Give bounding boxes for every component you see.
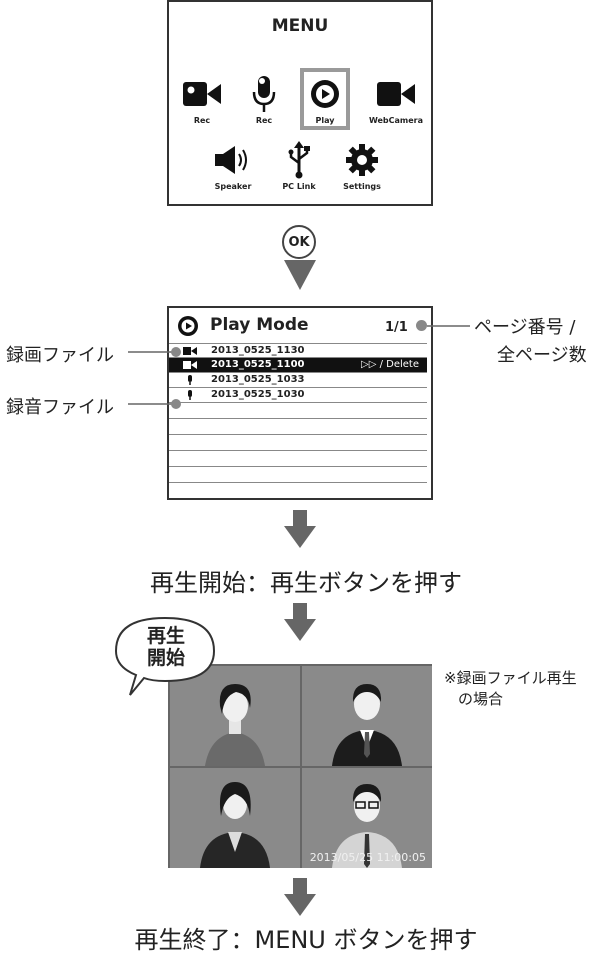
- arrow-down-2: [284, 510, 316, 548]
- note-line2: の場合: [458, 690, 504, 708]
- play-mode-screen: [167, 306, 433, 500]
- menu-screen: MENU Rec Rec Play WebCamera Speaker: [167, 0, 433, 206]
- note-text: ※録画ファイル再生 の場合: [444, 668, 577, 710]
- video-playback-grid: 2013/05/25 11:00:05: [168, 664, 432, 868]
- play-delete-hint: ▷▷ / Delete: [361, 359, 419, 370]
- person-woman-icon: [200, 782, 270, 868]
- video-timestamp: 2013/05/25 11:00:05: [309, 851, 426, 864]
- file-row-3[interactable]: 2013_0525_1033: [169, 373, 427, 388]
- gear-icon: [342, 140, 382, 180]
- play-mode-title: Play Mode: [210, 315, 309, 335]
- video-cell-3: [170, 768, 300, 868]
- annotation-video-file: 録画ファイル: [6, 345, 114, 366]
- bubble-line1: 再生: [146, 625, 185, 647]
- arrow-down-3: [284, 603, 316, 641]
- page-marker-dot: [416, 320, 427, 331]
- annotation-page-number-2: 全ページ数: [497, 345, 587, 366]
- empty-row: [169, 403, 427, 419]
- arrow-down-1: [284, 260, 316, 290]
- empty-row: [169, 467, 427, 483]
- person-woman-icon: [205, 684, 265, 766]
- play-icon: [305, 74, 345, 114]
- video-camera-icon: [182, 74, 222, 114]
- menu-item-pc-link[interactable]: PC Link: [268, 140, 330, 191]
- person-man-glasses-icon: [332, 784, 402, 868]
- empty-row: [169, 435, 427, 451]
- video-icon: [183, 361, 197, 369]
- page-number: 1/1: [385, 320, 408, 335]
- ok-button[interactable]: OK: [282, 225, 316, 259]
- speaker-icon: [213, 140, 253, 180]
- file-name: 2013_0525_1130: [211, 345, 305, 356]
- file-name: 2013_0525_1030: [211, 389, 305, 400]
- video-cell-1: [170, 666, 300, 766]
- file-row-1[interactable]: 2013_0525_1130: [169, 343, 427, 358]
- file-name: 2013_0525_1033: [211, 374, 305, 385]
- video-cell-4: [302, 768, 432, 868]
- file-name: 2013_0525_1100: [211, 359, 305, 370]
- microphone-icon: [244, 74, 284, 114]
- file-row-2[interactable]: 2013_0525_1100 ▷▷ / Delete: [169, 358, 427, 373]
- step-start-text: 再生開始：再生ボタンを押す: [150, 569, 462, 597]
- menu-item-play[interactable]: Play: [294, 74, 356, 125]
- note-line1: ※録画ファイル再生: [444, 669, 577, 687]
- menu-title: MENU: [271, 16, 329, 36]
- person-man-icon: [332, 684, 402, 766]
- step-end-text: 再生終了：MENU ボタンを押す: [134, 926, 478, 954]
- ok-label: OK: [288, 234, 310, 250]
- play-icon: [178, 316, 198, 336]
- video-icon: [183, 347, 197, 355]
- empty-row: [169, 451, 427, 467]
- menu-item-webcamera[interactable]: WebCamera: [365, 74, 427, 125]
- microphone-icon: [188, 375, 192, 385]
- empty-row: [169, 419, 427, 435]
- bubble-text: 再生 開始: [140, 625, 192, 669]
- file-row-4[interactable]: 2013_0525_1030: [169, 388, 427, 403]
- annotation-lines: [128, 325, 470, 409]
- microphone-icon: [188, 390, 192, 400]
- menu-item-speaker[interactable]: Speaker: [202, 140, 264, 191]
- speech-bubble: [114, 616, 216, 696]
- annotation-page-number-1: ページ番号 /: [474, 317, 576, 338]
- menu-item-rec-video[interactable]: Rec: [171, 74, 233, 125]
- menu-item-rec-audio[interactable]: Rec: [233, 74, 295, 125]
- web-camera-icon: [376, 74, 416, 114]
- video-cell-2: [302, 666, 432, 766]
- annotation-audio-file: 録音ファイル: [6, 397, 114, 418]
- bubble-line2: 開始: [146, 647, 185, 669]
- arrow-down-4: [284, 878, 316, 916]
- menu-item-settings[interactable]: Settings: [331, 140, 393, 191]
- usb-icon: [279, 140, 319, 180]
- selection-highlight: [300, 68, 350, 130]
